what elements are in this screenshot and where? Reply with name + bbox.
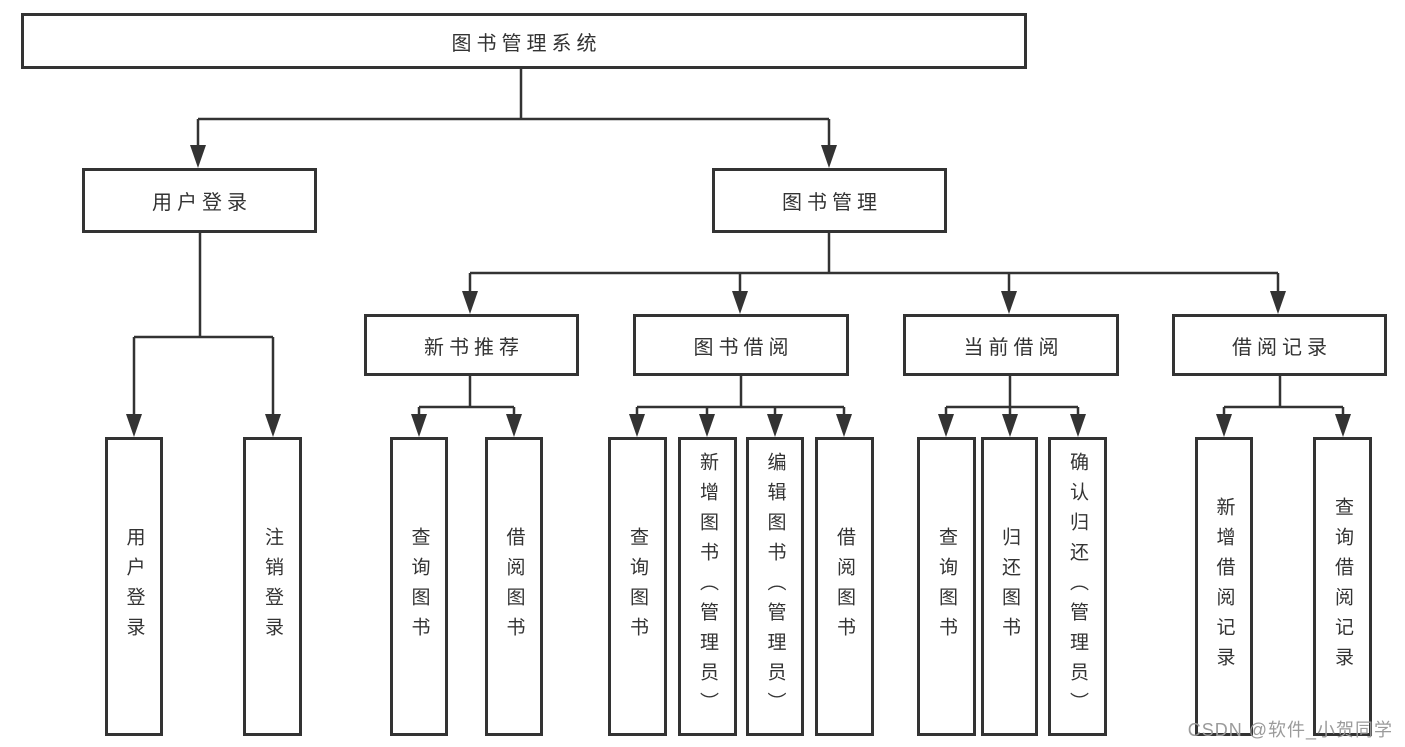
edge-book-borrowing-children	[635, 376, 846, 416]
edge-root-to-level1	[196, 69, 831, 147]
node-borrowing-records: 借阅记录	[1172, 314, 1387, 376]
leaf-user-login: 用户登录	[105, 437, 163, 736]
arrowhead-records-add-record	[1216, 414, 1232, 437]
arrowhead-new-book-recommend	[462, 291, 478, 314]
arrowhead-current-query-books	[938, 414, 954, 437]
leaf-records-add-record: 新增借阅记录	[1195, 437, 1253, 736]
node-current-borrowing: 当前借阅	[903, 314, 1119, 376]
node-new-book-recommend: 新书推荐	[364, 314, 579, 376]
arrowhead-recommend-borrow-books	[506, 414, 522, 437]
arrowhead-recommend-query-books	[411, 414, 427, 437]
leaf-current-query-books: 查询图书	[917, 437, 976, 736]
arrowhead-book-management	[821, 145, 837, 168]
arrowhead-borrowing-edit-books	[767, 414, 783, 437]
leaf-recommend-borrow-books: 借阅图书	[485, 437, 543, 736]
leaf-logout-login: 注销登录	[243, 437, 302, 736]
arrowhead-records-query-record	[1335, 414, 1351, 437]
arrowhead-current-confirm-return	[1070, 414, 1086, 437]
edge-book-management-children	[468, 233, 1280, 293]
arrowhead-current-borrowing	[1001, 291, 1017, 314]
leaf-current-return-books: 归还图书	[981, 437, 1038, 736]
arrowhead-borrowing-borrow-books	[836, 414, 852, 437]
arrowhead-borrowing-query-books	[629, 414, 645, 437]
node-book-management: 图书管理	[712, 168, 947, 233]
arrowhead-current-return-books	[1002, 414, 1018, 437]
arrowhead-user-login	[190, 145, 206, 168]
arrowhead-borrowing-add-books	[699, 414, 715, 437]
node-book-borrowing: 图书借阅	[633, 314, 849, 376]
edge-new-book-recommend-children	[417, 376, 516, 416]
edge-user-login-children	[132, 233, 275, 416]
node-root: 图书管理系统	[21, 13, 1027, 69]
arrowhead-leaf-user-login	[126, 414, 142, 437]
node-user-login: 用户登录	[82, 168, 317, 233]
arrowhead-leaf-logout-login	[265, 414, 281, 437]
arrowhead-book-borrowing	[732, 291, 748, 314]
leaf-borrowing-query-books: 查询图书	[608, 437, 667, 736]
edge-borrowing-records-children	[1222, 376, 1345, 416]
watermark: CSDN @软件_小贺同学	[1187, 720, 1393, 740]
leaf-borrowing-add-books-admin: 新增图书（管理员）	[678, 437, 737, 736]
leaf-recommend-query-books: 查询图书	[390, 437, 448, 736]
leaf-current-confirm-return-admin: 确认归还（管理员）	[1048, 437, 1107, 736]
edge-current-borrowing-children	[944, 376, 1080, 416]
leaf-records-query-record: 查询借阅记录	[1313, 437, 1372, 736]
leaf-borrowing-edit-books-admin: 编辑图书（管理员）	[746, 437, 804, 736]
arrowhead-borrowing-records	[1270, 291, 1286, 314]
leaf-borrowing-borrow-books: 借阅图书	[815, 437, 874, 736]
